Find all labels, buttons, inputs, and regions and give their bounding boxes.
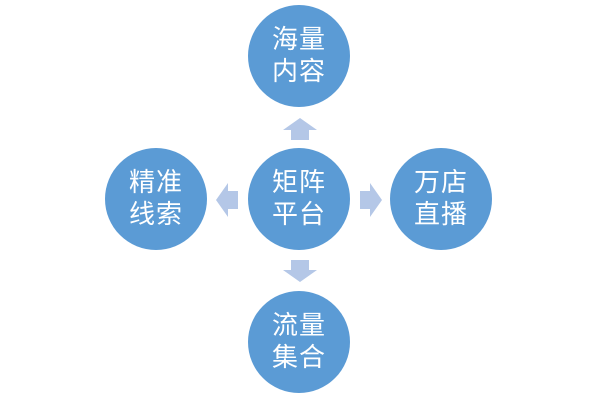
arrow-up-icon: [283, 118, 317, 140]
arrow-right-icon: [360, 183, 382, 217]
bottom-node: 流量 集合: [248, 291, 350, 393]
center-node-line1: 矩阵: [271, 168, 326, 198]
right-node-line1: 万店: [413, 168, 468, 198]
top-node-line2: 内容: [271, 57, 326, 87]
bottom-node-line1: 流量: [271, 311, 326, 341]
left-node-line2: 线索: [128, 200, 183, 230]
top-node-line1: 海量: [271, 25, 326, 55]
center-node-line2: 平台: [271, 200, 326, 230]
bottom-node-line2: 集合: [271, 343, 326, 373]
top-node: 海量 内容: [248, 5, 350, 107]
left-node: 精准 线索: [105, 148, 207, 250]
right-node-line2: 直播: [413, 200, 468, 230]
arrow-down-icon: [283, 260, 317, 282]
right-node: 万店 直播: [390, 148, 492, 250]
left-node-line1: 精准: [128, 168, 183, 198]
arrow-left-icon: [216, 183, 238, 217]
center-node: 矩阵 平台: [248, 148, 350, 250]
